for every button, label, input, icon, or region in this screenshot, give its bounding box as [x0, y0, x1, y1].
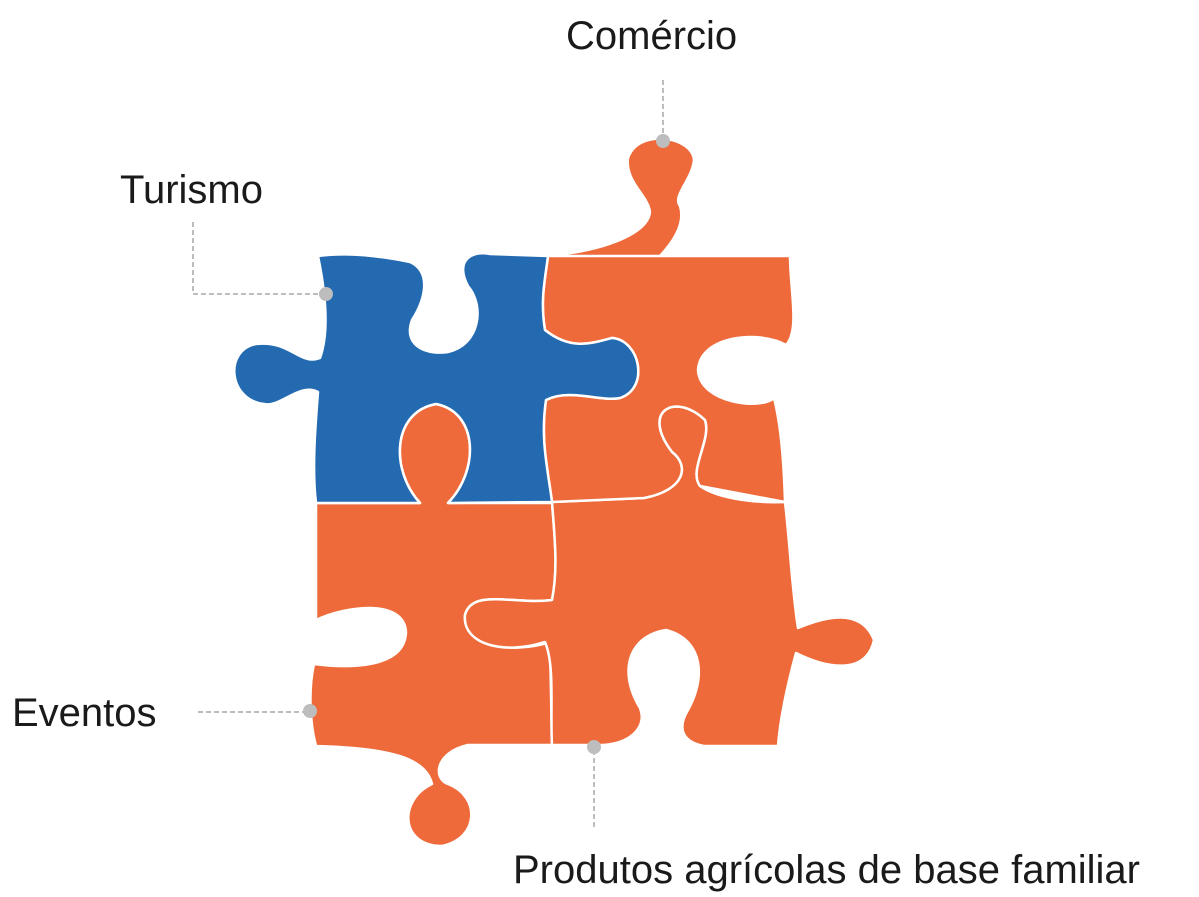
label-comercio: Comércio [566, 14, 738, 58]
puzzle-piece-comercio [541, 137, 795, 504]
leader-line-turismo [192, 222, 326, 295]
label-turismo: Turismo [120, 168, 263, 212]
puzzle-piece-turismo [233, 252, 640, 505]
leader-dot-produtos [587, 740, 601, 754]
label-eventos: Eventos [12, 691, 157, 735]
leader-dot-comercio [656, 134, 670, 148]
leader-dot-eventos [303, 704, 317, 718]
leader-dot-turismo [319, 287, 333, 301]
label-produtos: Produtos agrícolas de base familiar [513, 848, 1140, 892]
